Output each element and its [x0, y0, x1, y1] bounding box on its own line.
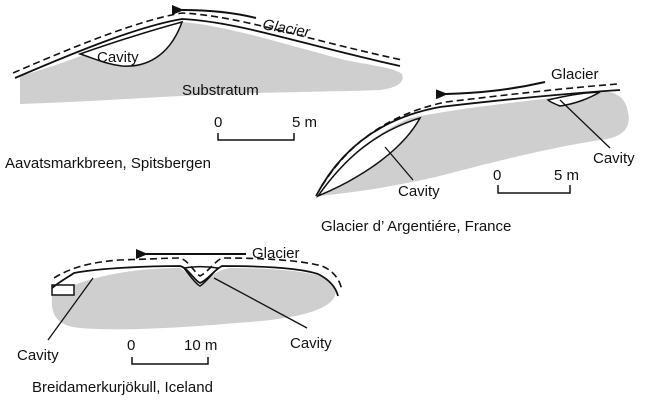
cavity-label: Cavity: [290, 335, 332, 352]
flow-arrow: [171, 4, 257, 19]
panel-aavatsmarkbreen: Glacier Cavity Substratum 0 5 m Aavatsma…: [5, 4, 403, 172]
cavity-label: Cavity: [17, 347, 59, 364]
panel-caption: Breidamerkurjökull, Iceland: [32, 379, 213, 396]
scale-start-label: 0: [493, 167, 501, 184]
cavity-shape: [315, 116, 422, 198]
cavity-label: Cavity: [398, 183, 440, 200]
substratum-shape: [20, 22, 403, 104]
cavity-label: Cavity: [593, 150, 635, 167]
substratum-label: Substratum: [182, 82, 259, 99]
cavity-leader-line: [213, 277, 308, 329]
scale-start-label: 0: [214, 114, 222, 131]
glacier-sole-line: [51, 265, 339, 297]
scale-end-label: 5 m: [554, 167, 579, 184]
scale-end-label: 10 m: [184, 337, 217, 354]
scale-end-label: 5 m: [292, 114, 317, 131]
cavity-leader-line: [384, 146, 414, 181]
cavity-shape: [77, 20, 184, 67]
panel-caption: Aavatsmarkbreen, Spitsbergen: [5, 155, 211, 172]
glacier-label: Glacier: [551, 66, 599, 83]
panel-argentiere: Glacier Cavity Cavity 0 5 m Glacier d’ A…: [315, 66, 635, 235]
scale-bar: [217, 133, 295, 141]
flow-arrow: [435, 81, 546, 100]
scale-start-label: 0: [127, 337, 135, 354]
cavity-label: Cavity: [97, 49, 139, 66]
substratum-shape: [318, 91, 629, 196]
panel-breidamerkurjokull: Glacier Cavity Cavity 0 10 m Breidamerku…: [17, 245, 343, 396]
glacier-dashed-line: [53, 257, 343, 291]
cavity-leader-line: [47, 277, 94, 341]
glacier-dashed-line: [321, 83, 619, 187]
glacier-sole-line: [14, 18, 401, 79]
scale-bar: [497, 185, 571, 194]
cavity-leader-line: [559, 99, 611, 149]
scale-bar: [131, 357, 209, 365]
substratum-shape: [51, 268, 336, 330]
panel-caption: Glacier d’ Argentiére, France: [321, 218, 511, 235]
cavity-shape-small: [546, 91, 601, 107]
cavity-shape-step: [51, 284, 75, 296]
glacier-label: Glacier: [252, 245, 300, 262]
